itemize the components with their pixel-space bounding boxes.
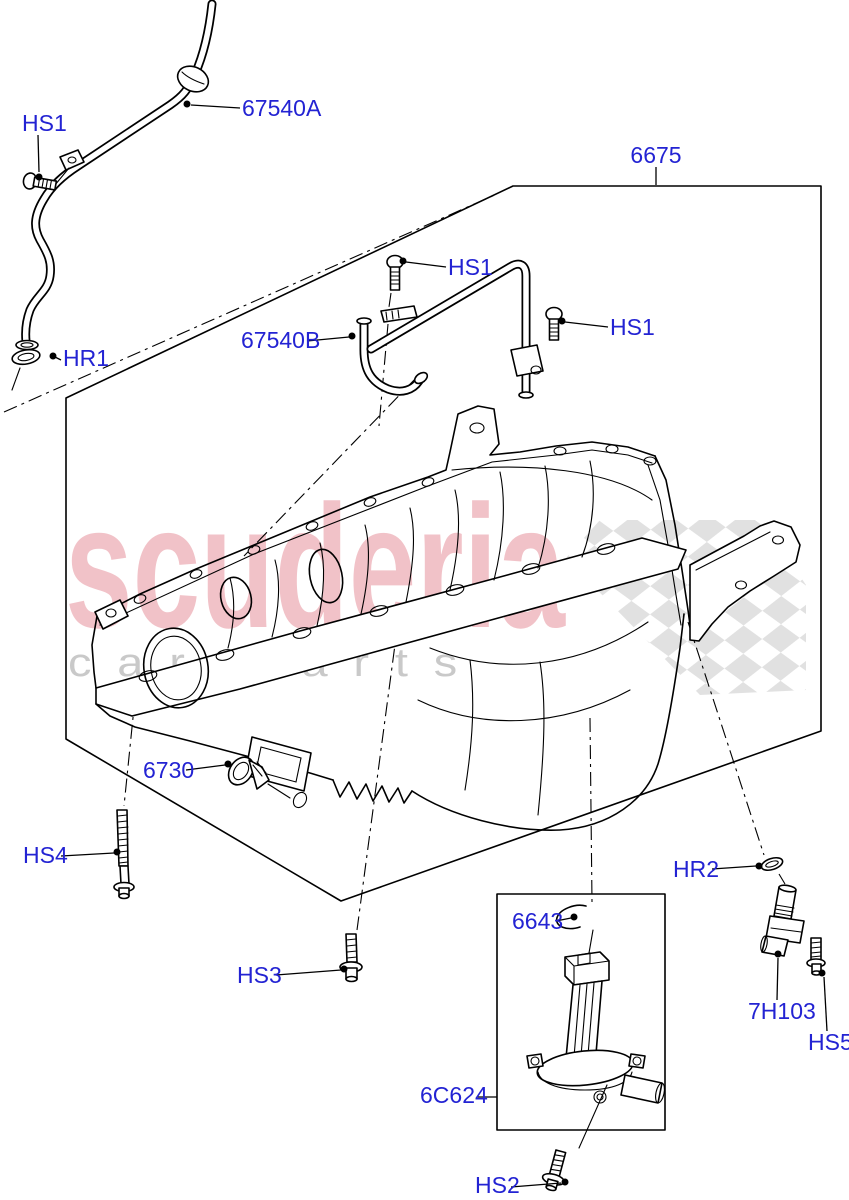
part-oring-hr1 — [11, 348, 41, 391]
part-oil-level-sensor-6c624 — [526, 929, 665, 1149]
part-snap-ring-6643 — [555, 904, 587, 930]
callout-67540a: 67540A — [242, 95, 322, 121]
callout-hs4: HS4 — [23, 842, 68, 868]
part-oil-pan-6675 — [91, 405, 801, 831]
part-oring-hr2 — [760, 856, 784, 872]
callout-6c624: 6C624 — [420, 1082, 488, 1108]
callout-hs1-b: HS1 — [448, 254, 493, 280]
bolt-hs1-b — [386, 254, 404, 291]
part-sensor-7h103 — [760, 884, 805, 957]
callout-hr1: HR1 — [63, 345, 109, 371]
bolt-hs3 — [339, 933, 363, 983]
part-dipstick-tube-67540a — [15, 0, 217, 351]
callout-hs1-a: HS1 — [22, 110, 67, 136]
bolt-hs2 — [541, 1149, 567, 1192]
part-oil-level-tube-67540b — [356, 259, 544, 399]
callout-hs3: HS3 — [237, 962, 282, 988]
callout-67540b: 67540B — [241, 327, 320, 353]
callout-7h103: 7H103 — [748, 998, 816, 1024]
part-drain-plug-6730 — [227, 756, 291, 799]
bolt-hs1-c — [545, 306, 563, 341]
callout-hr2: HR2 — [673, 856, 719, 882]
callout-6675: 6675 — [630, 142, 681, 168]
callout-6643: 6643 — [512, 908, 563, 934]
bolt-hs4 — [113, 809, 135, 900]
callout-hs5: HS5 — [808, 1029, 849, 1055]
bolt-hs5 — [806, 937, 826, 976]
assembly-box-6675 — [65, 185, 822, 902]
callout-leaders — [35, 100, 828, 1188]
tube-clip-lower — [510, 344, 544, 377]
callout-6730: 6730 — [143, 757, 194, 783]
callout-hs2: HS2 — [475, 1172, 520, 1198]
callout-layer: HS167540A6675HS1HS167540BHR16730HS4HR266… — [22, 95, 849, 1198]
callout-hs1-c: HS1 — [610, 314, 655, 340]
assembly-centerlines — [3, 193, 786, 931]
box-6c624 — [496, 893, 666, 1131]
